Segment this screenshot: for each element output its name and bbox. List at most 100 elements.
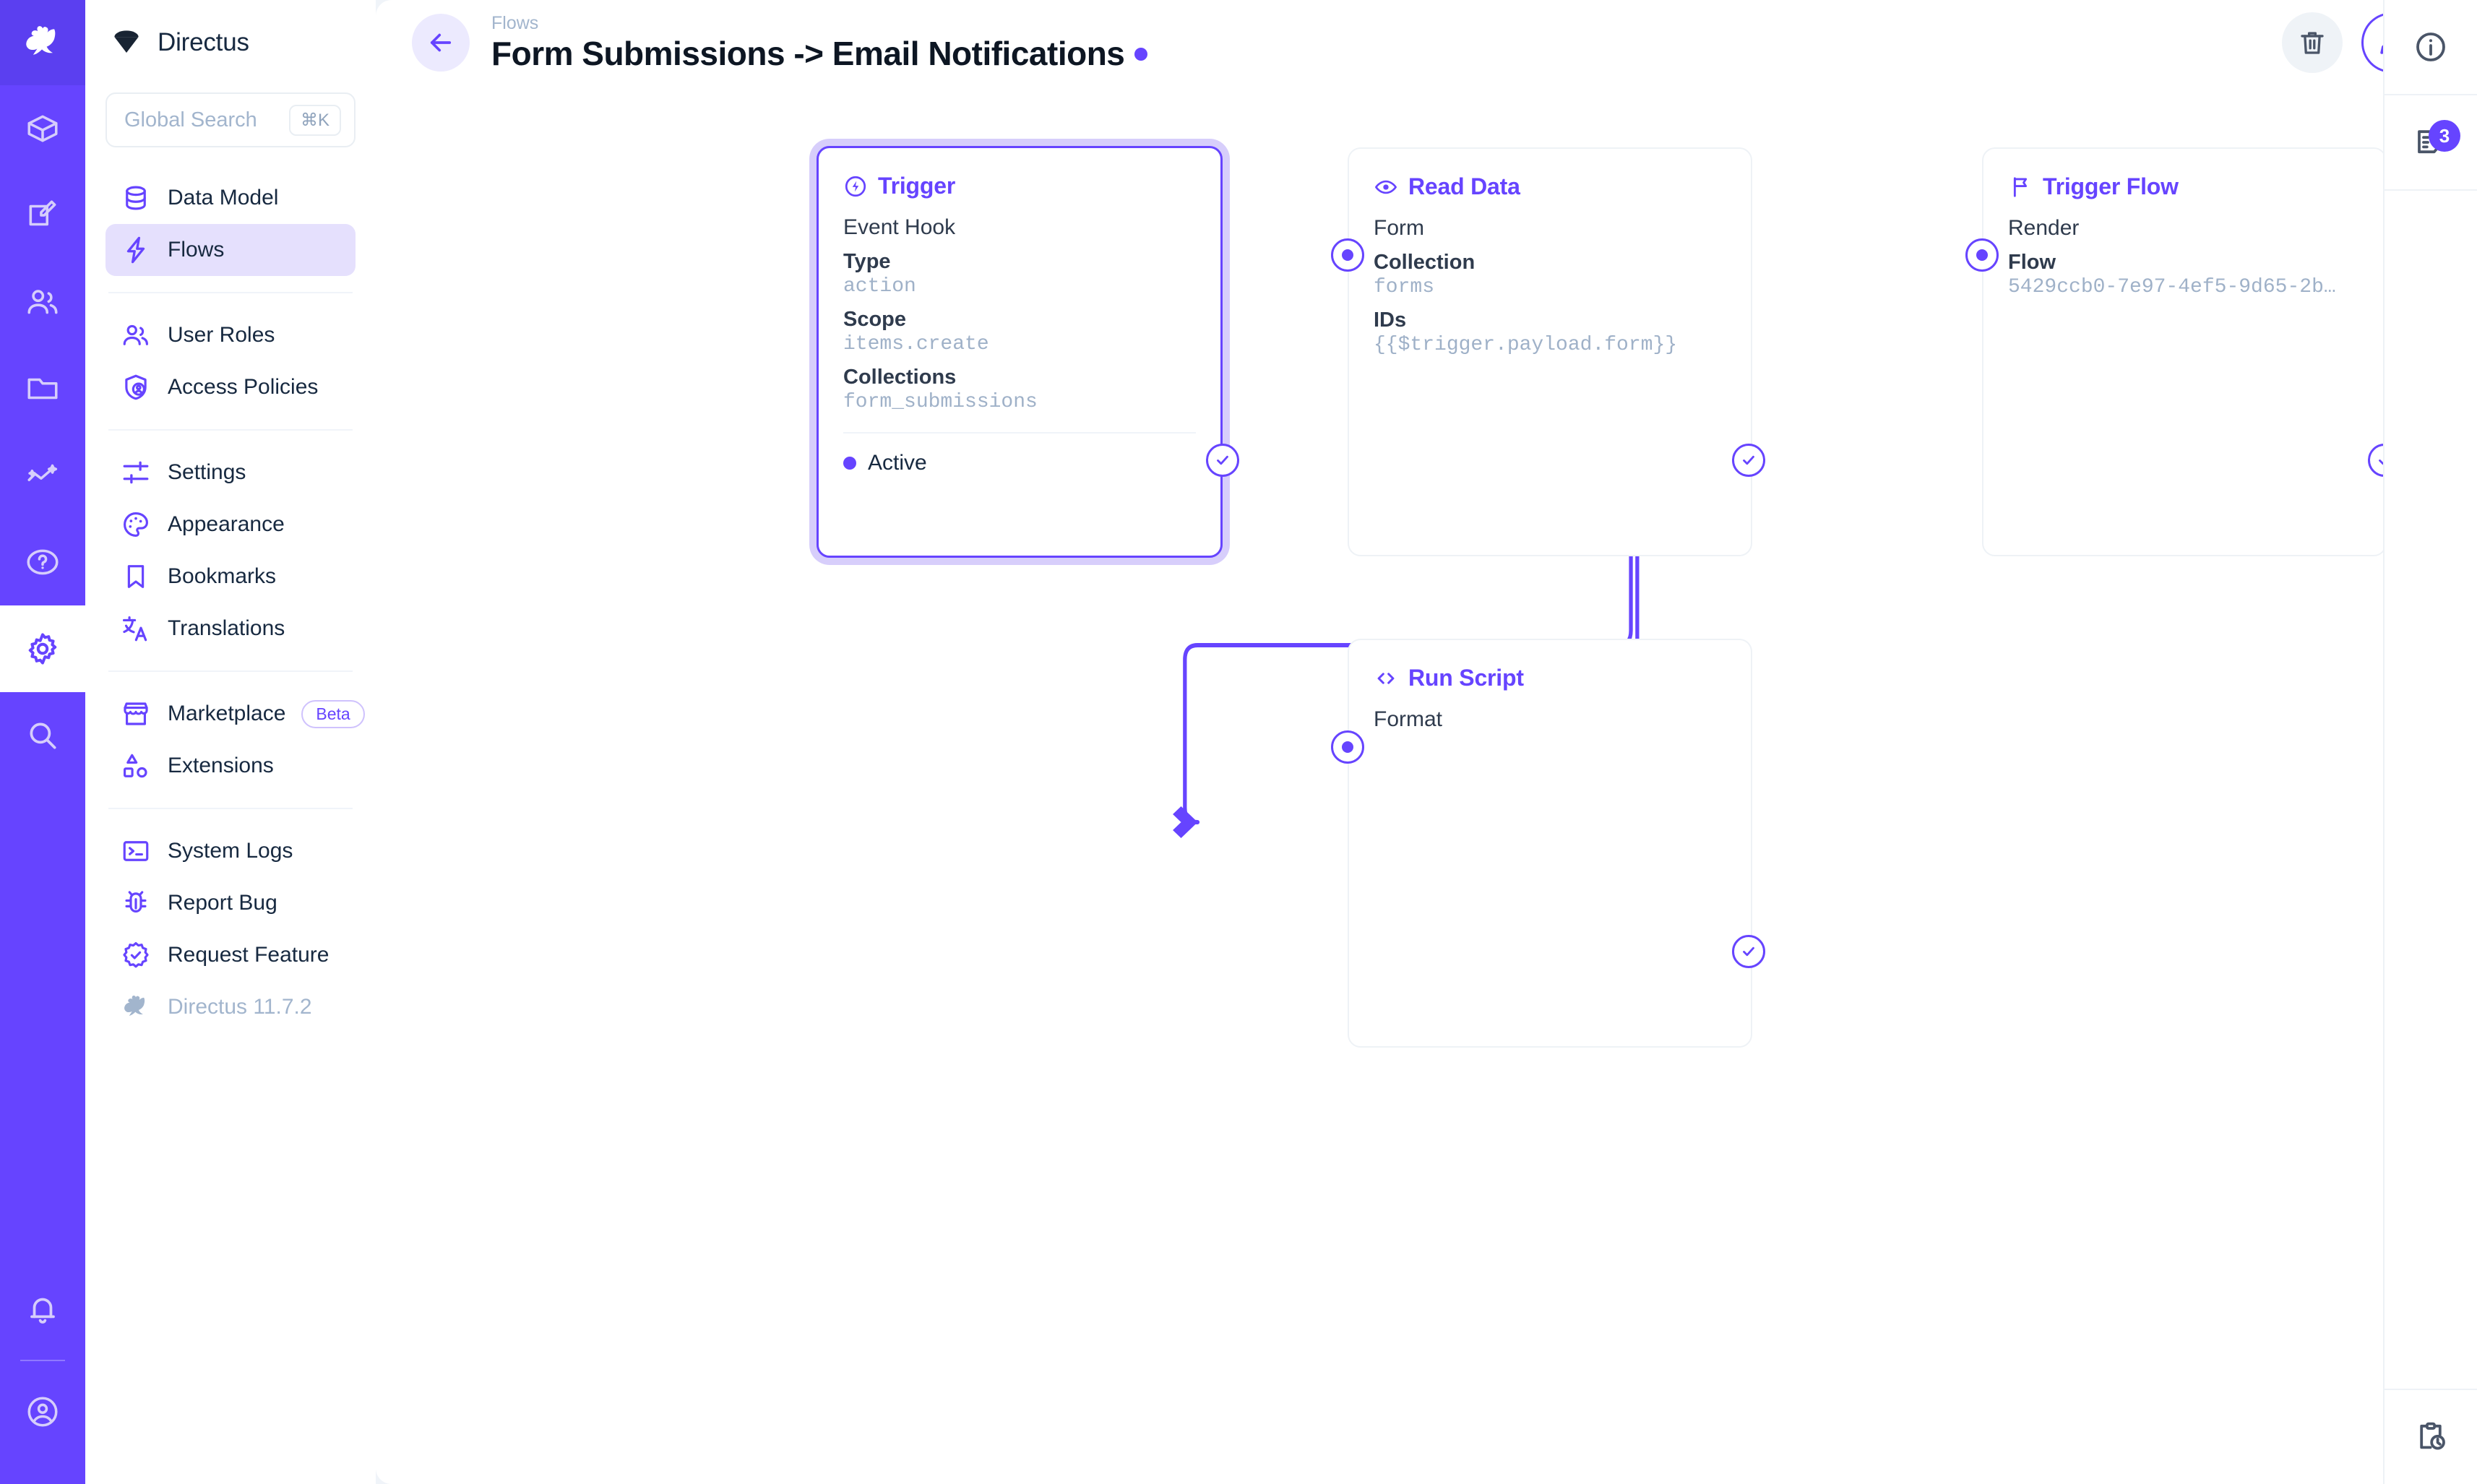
status-dot [843, 457, 856, 470]
sidebar-item-label: Appearance [168, 512, 285, 536]
flow-node-read-data[interactable]: Read Data Form Collection forms IDs {{$t… [1348, 147, 1752, 556]
nav-group-content: Data Model Flows [105, 172, 356, 276]
sidebar-item-label: Extensions [168, 754, 274, 777]
sidebar-item-label: User Roles [168, 323, 275, 347]
tune-icon [120, 457, 152, 488]
edit-square-icon[interactable] [0, 172, 85, 259]
node-title: Run Script [1374, 665, 1726, 691]
version-text: Directus 11.7.2 [168, 995, 312, 1019]
sidebar-item-label: Marketplace [168, 702, 286, 725]
sidebar-item-label: Settings [168, 460, 246, 484]
flow-node-trigger[interactable]: Trigger Event Hook Type action Scope ite… [817, 146, 1223, 558]
brand-name: Directus [158, 28, 249, 56]
directus-logo-icon[interactable] [0, 0, 85, 85]
breadcrumb[interactable]: Flows [491, 12, 539, 33]
info-button[interactable] [2384, 0, 2477, 95]
handle-resolve-run-script[interactable] [1732, 935, 1765, 968]
node-subtitle: Format [1374, 707, 1443, 731]
input-dot-icon [1342, 249, 1353, 261]
handle-input-read-data[interactable] [1331, 238, 1364, 272]
bell-icon[interactable] [0, 1266, 85, 1353]
nav-divider [108, 292, 353, 293]
sidebar-item-report-bug[interactable]: Report Bug [105, 877, 356, 929]
users-icon[interactable] [0, 259, 85, 345]
logs-button[interactable]: 3 [2384, 95, 2477, 191]
flow-node-trigger-flow-render[interactable]: Trigger Flow Render Flow 5429ccb0-7e97-4… [1982, 147, 2387, 556]
node-subtitle: Event Hook [843, 215, 956, 239]
handle-resolve-trigger[interactable] [1206, 444, 1239, 477]
sidebar-item-user-roles[interactable]: User Roles [105, 309, 356, 361]
arrow-left-icon [430, 33, 452, 52]
flow-canvas[interactable]: Trigger Event Hook Type action Scope ite… [376, 85, 2477, 1484]
help-circle-icon[interactable] [0, 519, 85, 605]
node-title: Read Data [1374, 173, 1726, 200]
flow-node-run-script[interactable]: Run Script Format [1348, 639, 1752, 1048]
account-circle-icon[interactable] [0, 1368, 85, 1455]
sidebar-item-extensions[interactable]: Extensions [105, 740, 356, 792]
eye-icon [1375, 180, 1397, 194]
node-subtitle: Form [1374, 216, 1424, 240]
code-icon [1377, 672, 1395, 684]
sidebar-item-label: Flows [168, 238, 225, 262]
search-icon[interactable] [0, 692, 85, 779]
directus-mark-icon [114, 30, 139, 53]
sidebar-version-label: Directus 11.7.2 [105, 981, 356, 1033]
extension-shapes-icon [120, 750, 152, 782]
nav-group-support: System Logs Report Bug [105, 825, 356, 1033]
shield-person-icon [120, 371, 152, 403]
back-button[interactable] [412, 14, 470, 72]
nav-divider [108, 808, 353, 809]
activity-button[interactable] [2384, 1389, 2477, 1484]
rail-divider [20, 1360, 65, 1361]
nav-group-settings: Settings Appearance [105, 447, 356, 655]
storefront-icon [120, 698, 152, 730]
field-label: Collections [843, 366, 957, 389]
content-box-icon[interactable] [0, 85, 85, 172]
delete-flow-button[interactable] [2282, 12, 2343, 73]
input-dot-icon [1976, 249, 1988, 261]
brand-header: Directus [105, 0, 356, 85]
nav-group-access: User Roles Access Policies [105, 309, 356, 413]
bookmark-icon [120, 561, 152, 592]
sidebar-item-bookmarks[interactable]: Bookmarks [105, 551, 356, 603]
handle-input-trigger-flow-render[interactable] [1965, 238, 1999, 272]
sidebar-item-marketplace[interactable]: Marketplace Beta [105, 688, 365, 740]
field-value: action [843, 275, 916, 298]
node-title-text: Read Data [1408, 173, 1520, 199]
sidebar-item-flows[interactable]: Flows [105, 224, 356, 276]
insights-icon[interactable] [0, 432, 85, 519]
page-header: Flows Form Submissions -> Email Notifica… [376, 0, 2477, 85]
check-icon [1743, 946, 1754, 957]
check-icon [1217, 455, 1228, 465]
sidebar-item-label: Translations [168, 616, 285, 640]
terminal-icon [120, 835, 152, 867]
right-sidebar-spacer [2384, 191, 2477, 1389]
global-search-input[interactable]: Global Search ⌘K [105, 92, 356, 147]
node-title-text: Trigger [878, 173, 956, 199]
sidebar-item-access-policies[interactable]: Access Policies [105, 361, 356, 413]
logs-badge: 3 [2429, 120, 2460, 152]
bolt-icon [120, 234, 152, 266]
sidebar-item-settings[interactable]: Settings [105, 447, 356, 499]
sidebar-item-request-feature[interactable]: Request Feature [105, 929, 356, 981]
field-value: 5429ccb0-7e97-4ef5-9d65-2b… [2008, 276, 2336, 298]
node-subtitle: Render [2008, 216, 2080, 240]
folder-icon[interactable] [0, 345, 85, 432]
module-rail [0, 0, 85, 1484]
node-footer: Active [843, 432, 1196, 475]
palette-icon [120, 509, 152, 540]
sidebar-item-appearance[interactable]: Appearance [105, 499, 356, 551]
handle-resolve-read-data[interactable] [1732, 444, 1765, 477]
settings-gear-icon[interactable] [0, 605, 85, 692]
field-value: form_submissions [843, 391, 1038, 413]
sidebar-item-data-model[interactable]: Data Model [105, 172, 356, 224]
sidebar-item-system-logs[interactable]: System Logs [105, 825, 356, 877]
search-shortcut-kbd: ⌘K [288, 104, 341, 136]
translate-icon [120, 613, 152, 644]
sidebar-item-translations[interactable]: Translations [105, 603, 356, 655]
status-label: Active [868, 451, 927, 475]
clipboard-clock-icon [2420, 1422, 2445, 1450]
handle-input-run-script[interactable] [1331, 730, 1364, 764]
sidebar-item-label: Bookmarks [168, 564, 277, 588]
